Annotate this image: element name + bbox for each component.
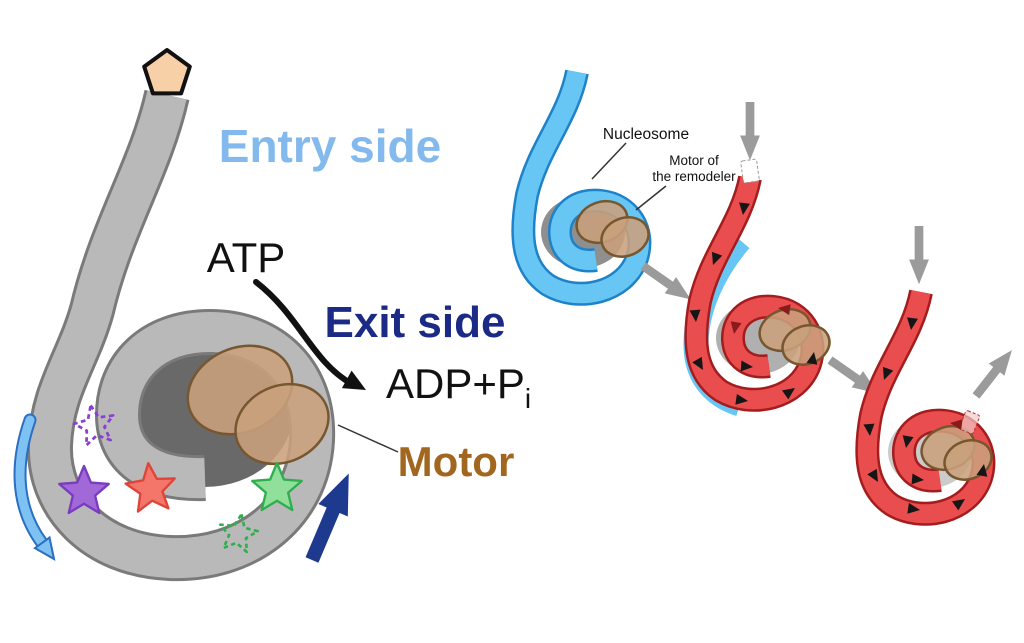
- entry-arrowhead-icon: [33, 535, 56, 561]
- stage-3-nucleosome: [855, 226, 1020, 526]
- reaction-arrowhead-icon: [341, 370, 366, 390]
- pull-in-arrow-3-icon: [909, 226, 929, 285]
- motor-label: Motor: [398, 438, 515, 485]
- exit-side-label: Exit side: [325, 298, 506, 347]
- stage3-dna-end-dashed: [958, 410, 981, 435]
- entry-direction-arrow: [13, 413, 56, 561]
- atp-hydrolysis-arrow: [253, 279, 366, 390]
- dna-end-pentagon-icon: [142, 48, 192, 96]
- stage3-dna: [857, 289, 993, 524]
- dna-spiral: [29, 90, 333, 579]
- adp-pi-label: ADP+Pi: [386, 360, 531, 414]
- pull-in-arrow-2-icon: [740, 102, 760, 161]
- motor-lobe-2: [234, 382, 330, 466]
- nucleosome-label: Nucleosome: [603, 126, 689, 143]
- atp-label: ATP: [207, 234, 286, 281]
- nucleosome-pointer-line: [591, 142, 627, 180]
- stage1-dna: [513, 69, 649, 304]
- stage-2-nucleosome: [683, 102, 831, 416]
- stage2-dna-end-dashed: [740, 158, 760, 184]
- exit-out-arrow-3-icon: [968, 343, 1020, 403]
- left-diagram: Entry side ATP Exit side ADP+Pi Motor: [13, 48, 531, 582]
- stage1-motor: [575, 199, 650, 258]
- entry-side-label: Entry side: [219, 120, 441, 172]
- stage3-motor: [920, 424, 993, 481]
- motor-domain: [186, 344, 330, 466]
- step-arrow-1-icon: [637, 257, 697, 308]
- remodeler-pointer-line: [635, 185, 667, 211]
- stage2-motor: [758, 307, 831, 366]
- motor-pointer-line: [337, 424, 399, 453]
